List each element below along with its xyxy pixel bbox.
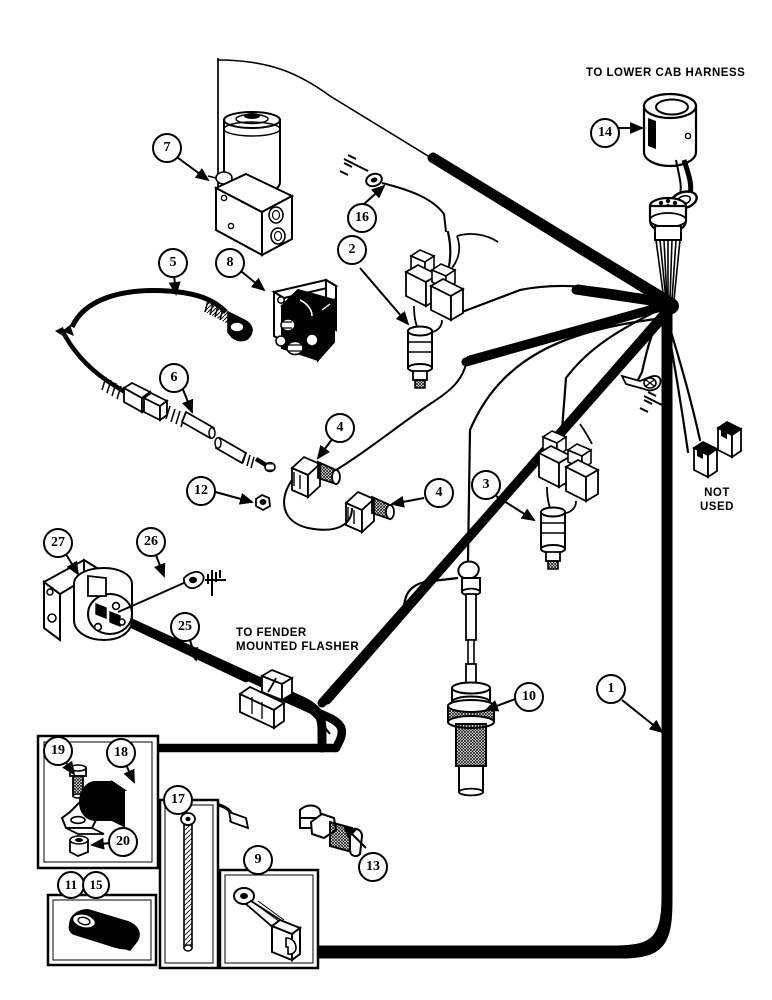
callout-17[interactable]: 17 bbox=[163, 785, 193, 815]
callout-9[interactable]: 9 bbox=[243, 845, 273, 875]
callout-20[interactable]: 20 bbox=[108, 827, 138, 857]
part-13-glow-plug bbox=[194, 802, 364, 858]
part-17-tie-strap bbox=[180, 812, 196, 952]
callout-13[interactable]: 13 bbox=[358, 852, 388, 882]
callout-6[interactable]: 6 bbox=[159, 363, 189, 393]
callout-12[interactable]: 12 bbox=[186, 476, 216, 506]
part-7-valve-assembly bbox=[207, 58, 295, 257]
part-4-sender-lower bbox=[344, 490, 395, 535]
inset-terminal-box bbox=[46, 893, 158, 967]
annotation-to-lower-cab-harness: TO LOWER CAB HARNESS bbox=[586, 67, 746, 79]
callout-4-upper[interactable]: 4 bbox=[325, 413, 355, 443]
callout-8[interactable]: 8 bbox=[215, 248, 245, 278]
part-8-starter-solenoid bbox=[271, 278, 339, 363]
part-5-battery-cable bbox=[62, 288, 253, 342]
callout-10[interactable]: 10 bbox=[514, 682, 544, 712]
part-18-clamp bbox=[60, 780, 128, 835]
part-3-switch-assembly bbox=[537, 423, 600, 570]
callout-14[interactable]: 14 bbox=[590, 118, 620, 148]
callout-19[interactable]: 19 bbox=[43, 736, 73, 766]
part-16-ground-screw bbox=[339, 154, 447, 233]
callout-15[interactable]: 15 bbox=[82, 871, 110, 899]
callout-27[interactable]: 27 bbox=[43, 528, 73, 558]
callout-26[interactable]: 26 bbox=[136, 527, 166, 557]
callout-18[interactable]: 18 bbox=[106, 738, 136, 768]
callout-16[interactable]: 16 bbox=[347, 203, 377, 233]
annotation-not-used: NOT USED bbox=[700, 487, 734, 514]
part-9-ground-strap bbox=[233, 887, 303, 962]
callout-25[interactable]: 25 bbox=[170, 612, 200, 642]
callout-4-lower[interactable]: 4 bbox=[424, 478, 454, 508]
eyelet-ground-terminal bbox=[620, 374, 669, 413]
part-10-thermostart bbox=[402, 560, 495, 797]
part-4-sender-upper bbox=[290, 455, 341, 500]
annotation-to-fender-mounted-flasher: TO FENDER MOUNTED FLASHER bbox=[236, 627, 360, 654]
callout-2[interactable]: 2 bbox=[337, 235, 367, 265]
callout-7[interactable]: 7 bbox=[152, 133, 182, 163]
part-6-ground-cable bbox=[55, 327, 276, 473]
part-11-15-battery-terminal bbox=[68, 908, 140, 952]
part-12-hex-nut bbox=[255, 493, 271, 512]
callout-1[interactable]: 1 bbox=[596, 674, 626, 704]
not-used-connectors bbox=[692, 420, 743, 479]
part-14-connector-clamp bbox=[642, 92, 698, 210]
callout-3[interactable]: 3 bbox=[471, 470, 501, 500]
part-2-switch-assembly bbox=[404, 233, 499, 389]
inset-tie-strap-box bbox=[158, 798, 220, 970]
callout-11[interactable]: 11 bbox=[57, 871, 85, 899]
inset-clip-box bbox=[218, 868, 320, 970]
part-20-nut bbox=[69, 835, 89, 857]
main-harness-connector bbox=[648, 196, 688, 315]
flasher-connectors bbox=[238, 668, 331, 735]
part-27-switch-housing bbox=[42, 558, 133, 642]
part-26-ground-wire bbox=[117, 570, 226, 613]
callout-5[interactable]: 5 bbox=[158, 248, 188, 278]
